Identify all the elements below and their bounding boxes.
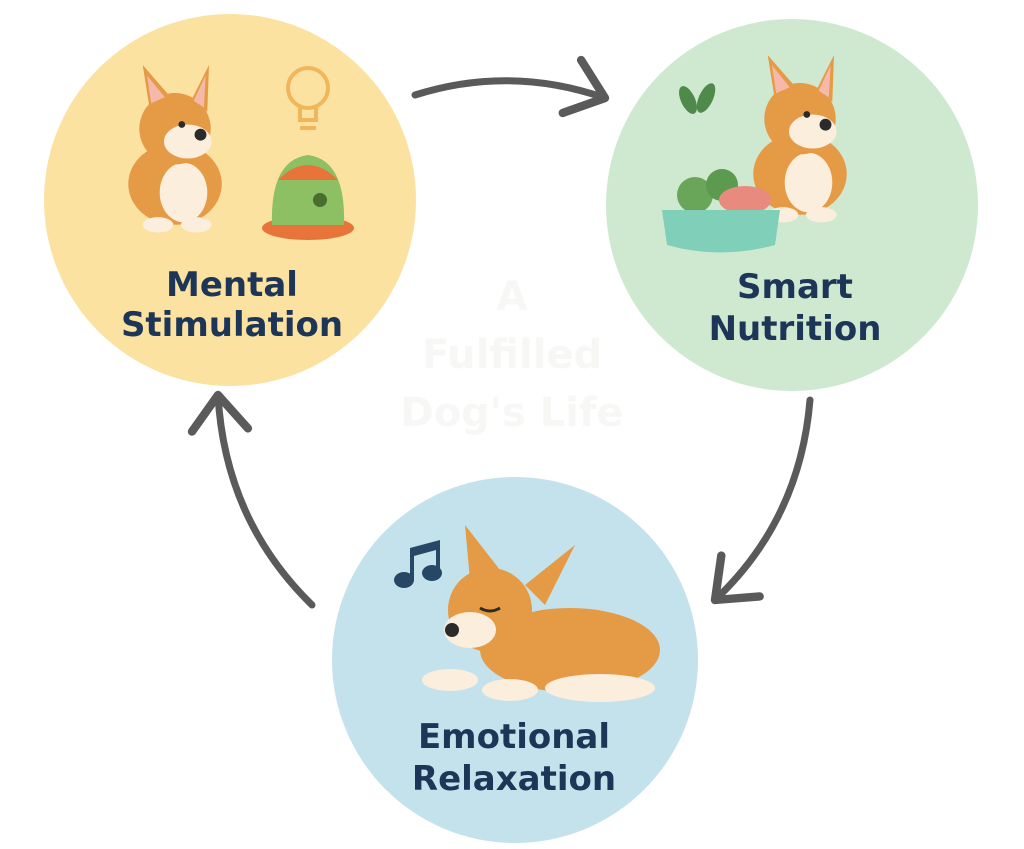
node-label-line-1: Emotional [418,717,610,757]
lightbulb-icon [286,66,330,130]
center-title-line-3: Dog's Life [400,390,623,436]
center-title-line-2: Fulfilled [422,332,602,378]
node-label-line-1: Mental [166,265,298,305]
food-bowl-icon [662,169,780,253]
arrow-mental-to-nutrition [411,55,610,118]
node-label-line-2: Stimulation [121,305,343,345]
node-label-line-2: Nutrition [709,309,882,349]
arrow-nutrition-to-emotional [710,396,814,605]
corgi-sleeping-icon [422,525,660,702]
leaf-icon [679,83,716,114]
music-note-icon [394,540,442,588]
node-label-line-2: Relaxation [412,759,616,799]
arrow-emotional-to-mental [187,390,316,609]
puzzle-toy-icon [262,155,354,240]
node-mental-stimulation: Mental Stimulation [44,14,416,386]
node-emotional-relaxation: Emotional Relaxation [332,477,698,843]
node-smart-nutrition: Smart Nutrition [606,19,978,391]
node-label-line-1: Smart [737,267,853,307]
center-title-line-1: A [497,274,528,320]
